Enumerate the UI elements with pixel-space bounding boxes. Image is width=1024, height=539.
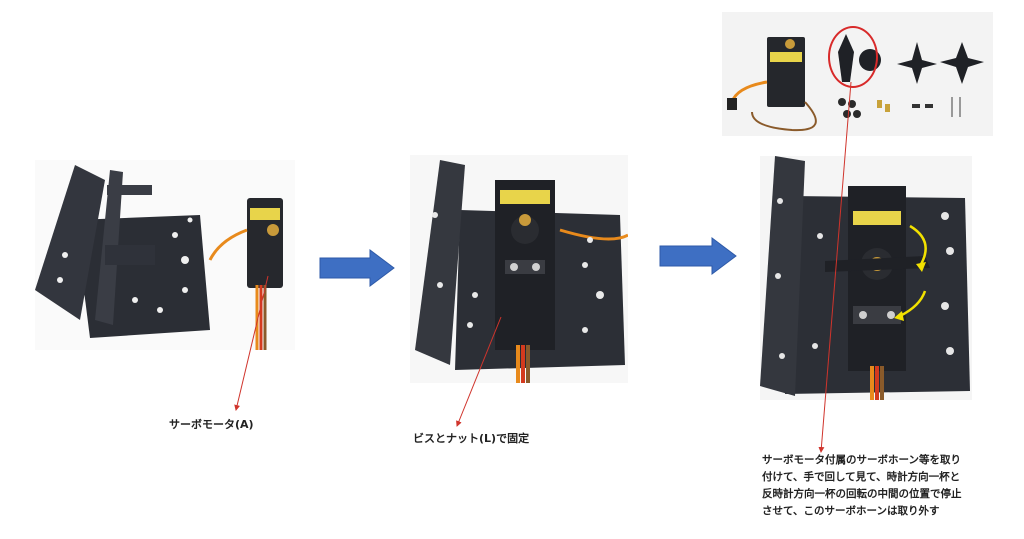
label-screw-nut: ビスとナット(L)で固定 bbox=[413, 432, 530, 445]
highlight-circle bbox=[828, 26, 878, 88]
photo-servo-mounted bbox=[410, 155, 628, 383]
note-line: サーボモータ付属のサーボホーン等を取り bbox=[762, 454, 961, 466]
note-servo-horn: サーボモータ付属のサーボホーン等を取り 付けて、手で回して見て、時計方向一杯と … bbox=[762, 452, 1022, 520]
bracket-servo-illustration bbox=[35, 160, 295, 350]
servo-mounted-illustration bbox=[410, 155, 628, 383]
label-servo-a: サーボモータ(A) bbox=[169, 418, 254, 431]
step-arrow-2 bbox=[659, 237, 737, 275]
photo-final-assembly bbox=[760, 156, 972, 400]
photo-bracket-and-servo bbox=[35, 160, 295, 350]
final-assembly-illustration bbox=[760, 156, 972, 400]
note-line: させて、このサーボホーンは取り外す bbox=[762, 505, 940, 517]
note-line: 反時計方向一杯の回転の中間の位置で停止 bbox=[762, 488, 962, 500]
note-line: 付けて、手で回して見て、時計方向一杯と bbox=[762, 471, 961, 483]
step-arrow-1 bbox=[319, 249, 395, 287]
